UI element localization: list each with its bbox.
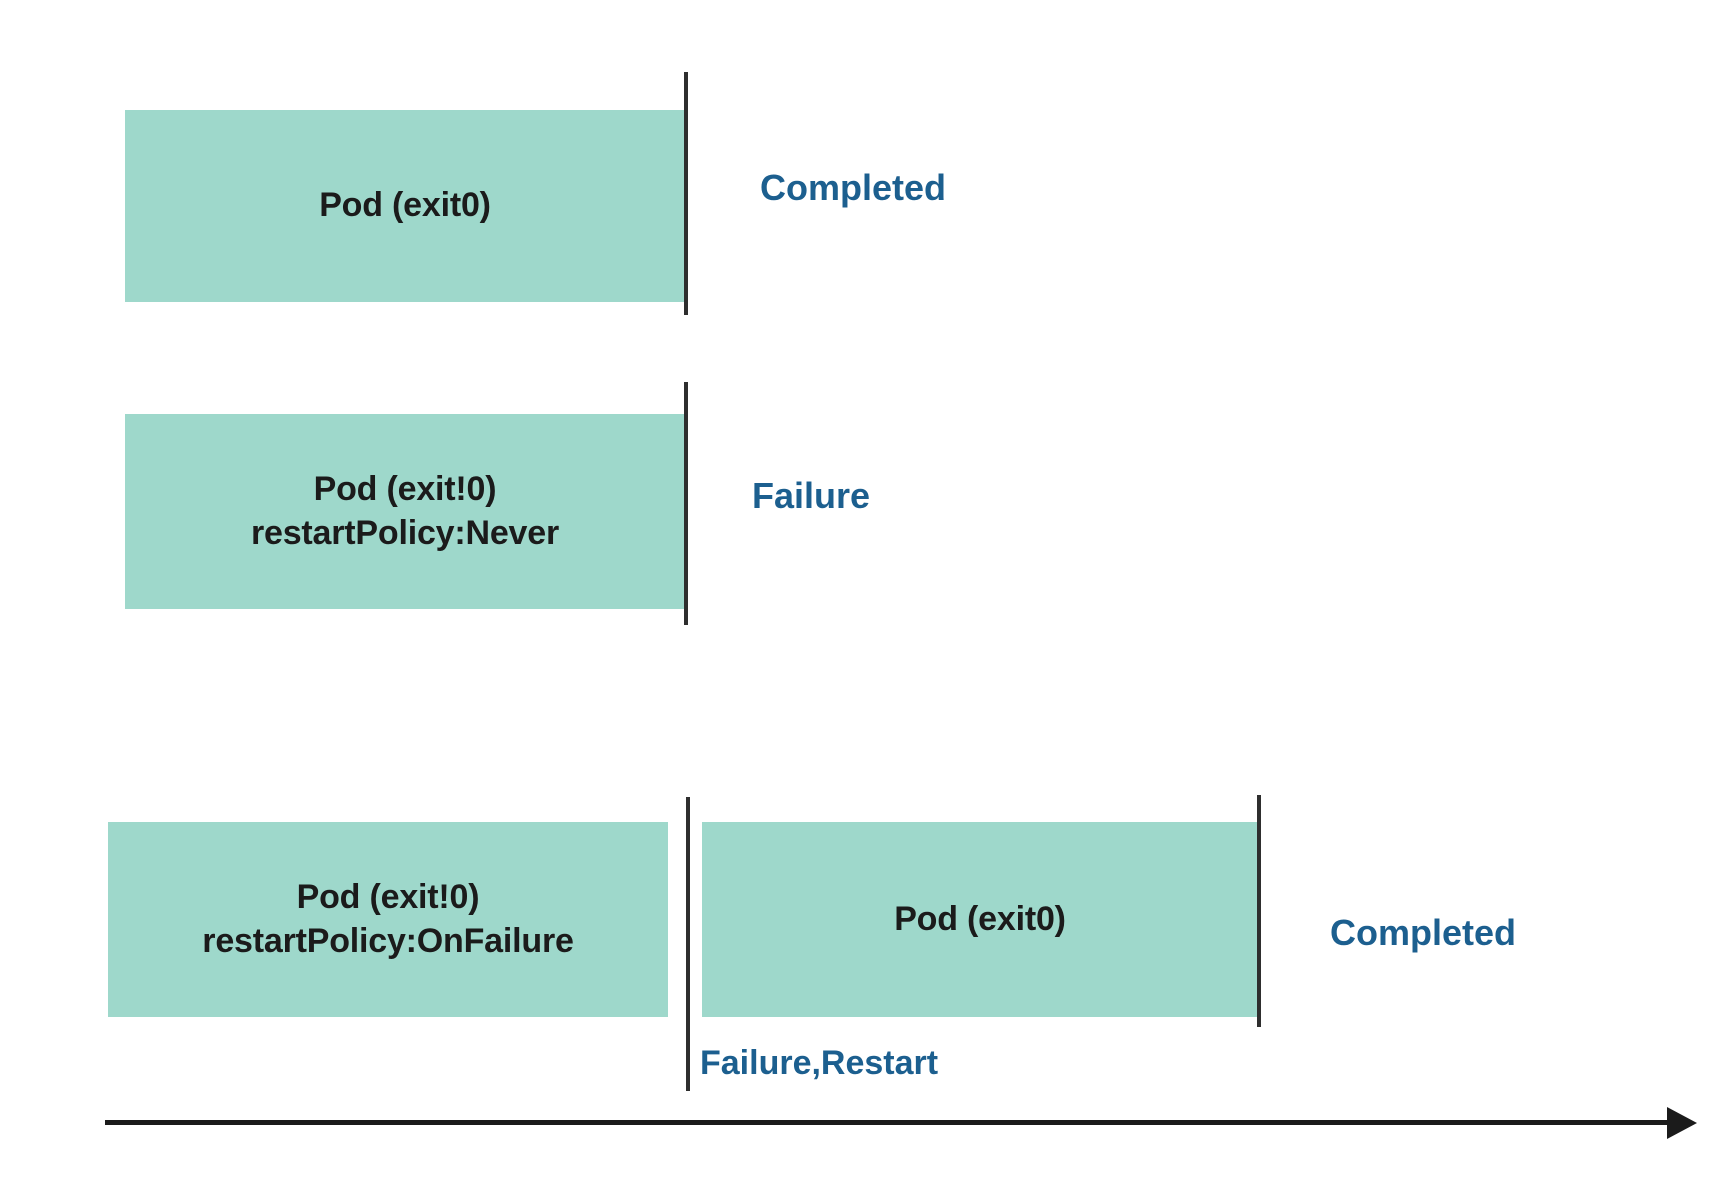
time-axis-line: [105, 1120, 1670, 1125]
event-divider-row3-complete: [1257, 795, 1261, 1027]
status-label-row3: Completed: [1330, 912, 1517, 953]
pod-box-exit0-restarted: Pod (exit0): [702, 822, 1258, 1017]
event-divider-row2: [684, 382, 688, 625]
pod-box-exit-nonzero-never: Pod (exit!0) restartPolicy:Never: [125, 414, 685, 609]
status-label-row1: Completed: [760, 167, 947, 208]
time-axis-arrowhead: [1667, 1107, 1697, 1139]
event-label-failure-restart: Failure,Restart: [700, 1044, 939, 1082]
event-divider-row3-restart: [686, 797, 690, 1091]
time-axis: [105, 1107, 1700, 1152]
pod-box-label: Pod (exit0): [319, 186, 491, 225]
pod-box-label: Pod (exit!0) restartPolicy:OnFailure: [202, 877, 574, 960]
pod-box-label: Pod (exit0): [894, 899, 1066, 938]
status-label-row2: Failure: [752, 475, 871, 516]
event-divider-row1: [684, 72, 688, 315]
pod-box-exit-nonzero-onfailure: Pod (exit!0) restartPolicy:OnFailure: [108, 822, 668, 1017]
pod-box-exit0: Pod (exit0): [125, 110, 685, 302]
pod-box-label: Pod (exit!0) restartPolicy:Never: [250, 469, 560, 552]
